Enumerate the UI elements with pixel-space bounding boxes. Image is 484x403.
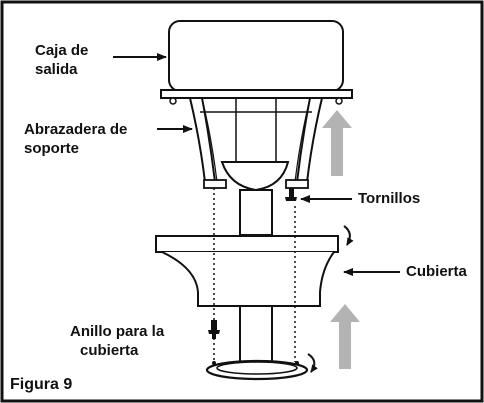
label-tornillos-text: Tornillos bbox=[358, 190, 421, 207]
label-caja-line1: Caja de bbox=[35, 42, 89, 59]
bracket-inner-line-right bbox=[294, 97, 311, 183]
ring-hole-left bbox=[212, 361, 216, 365]
figure-caption: Figura 9 bbox=[10, 376, 73, 393]
label-abrazadera-line2: soporte bbox=[24, 140, 80, 157]
outlet-box bbox=[168, 20, 344, 92]
label-anillo-line1: Anillo para la bbox=[70, 323, 165, 340]
bracket-tab-right bbox=[285, 179, 309, 189]
label-caja-line2: salida bbox=[35, 61, 78, 78]
label-cubierta-text: Cubierta bbox=[406, 263, 467, 280]
up-arrow-icon bbox=[322, 110, 352, 176]
label-anillo-para-la-cubierta: Anillo para la cubierta bbox=[70, 322, 164, 360]
flange-screw-left bbox=[169, 97, 177, 105]
bracket-tab-left bbox=[203, 179, 227, 189]
outlet-box-flange bbox=[160, 89, 353, 99]
curved-rotate-arrow-icon bbox=[307, 353, 318, 373]
downrod-lower bbox=[239, 305, 273, 363]
canopy-ring-outer bbox=[205, 359, 309, 381]
screw-icon bbox=[208, 320, 220, 339]
canopy-ring-inner bbox=[216, 361, 298, 375]
label-tornillos: Tornillos bbox=[358, 189, 420, 208]
label-abrazadera-de-soporte: Abrazadera de soporte bbox=[24, 120, 127, 158]
label-abrazadera-line1: Abrazadera de bbox=[24, 121, 128, 138]
bracket-inner-line bbox=[201, 97, 218, 183]
downrod-middle bbox=[239, 189, 273, 236]
curved-rotate-arrow-icon bbox=[343, 225, 354, 246]
up-arrow-icon bbox=[330, 304, 360, 369]
canopy-body bbox=[161, 251, 335, 307]
label-anillo-line2: cubierta bbox=[80, 342, 139, 359]
hanger-ball bbox=[220, 161, 290, 192]
canopy-top bbox=[155, 235, 339, 253]
screw-icon bbox=[285, 188, 297, 201]
label-caja-de-salida: Caja de salida bbox=[35, 41, 88, 79]
ring-hole-right bbox=[295, 361, 299, 365]
label-cubierta: Cubierta bbox=[406, 262, 467, 281]
flange-screw-right bbox=[335, 97, 343, 105]
